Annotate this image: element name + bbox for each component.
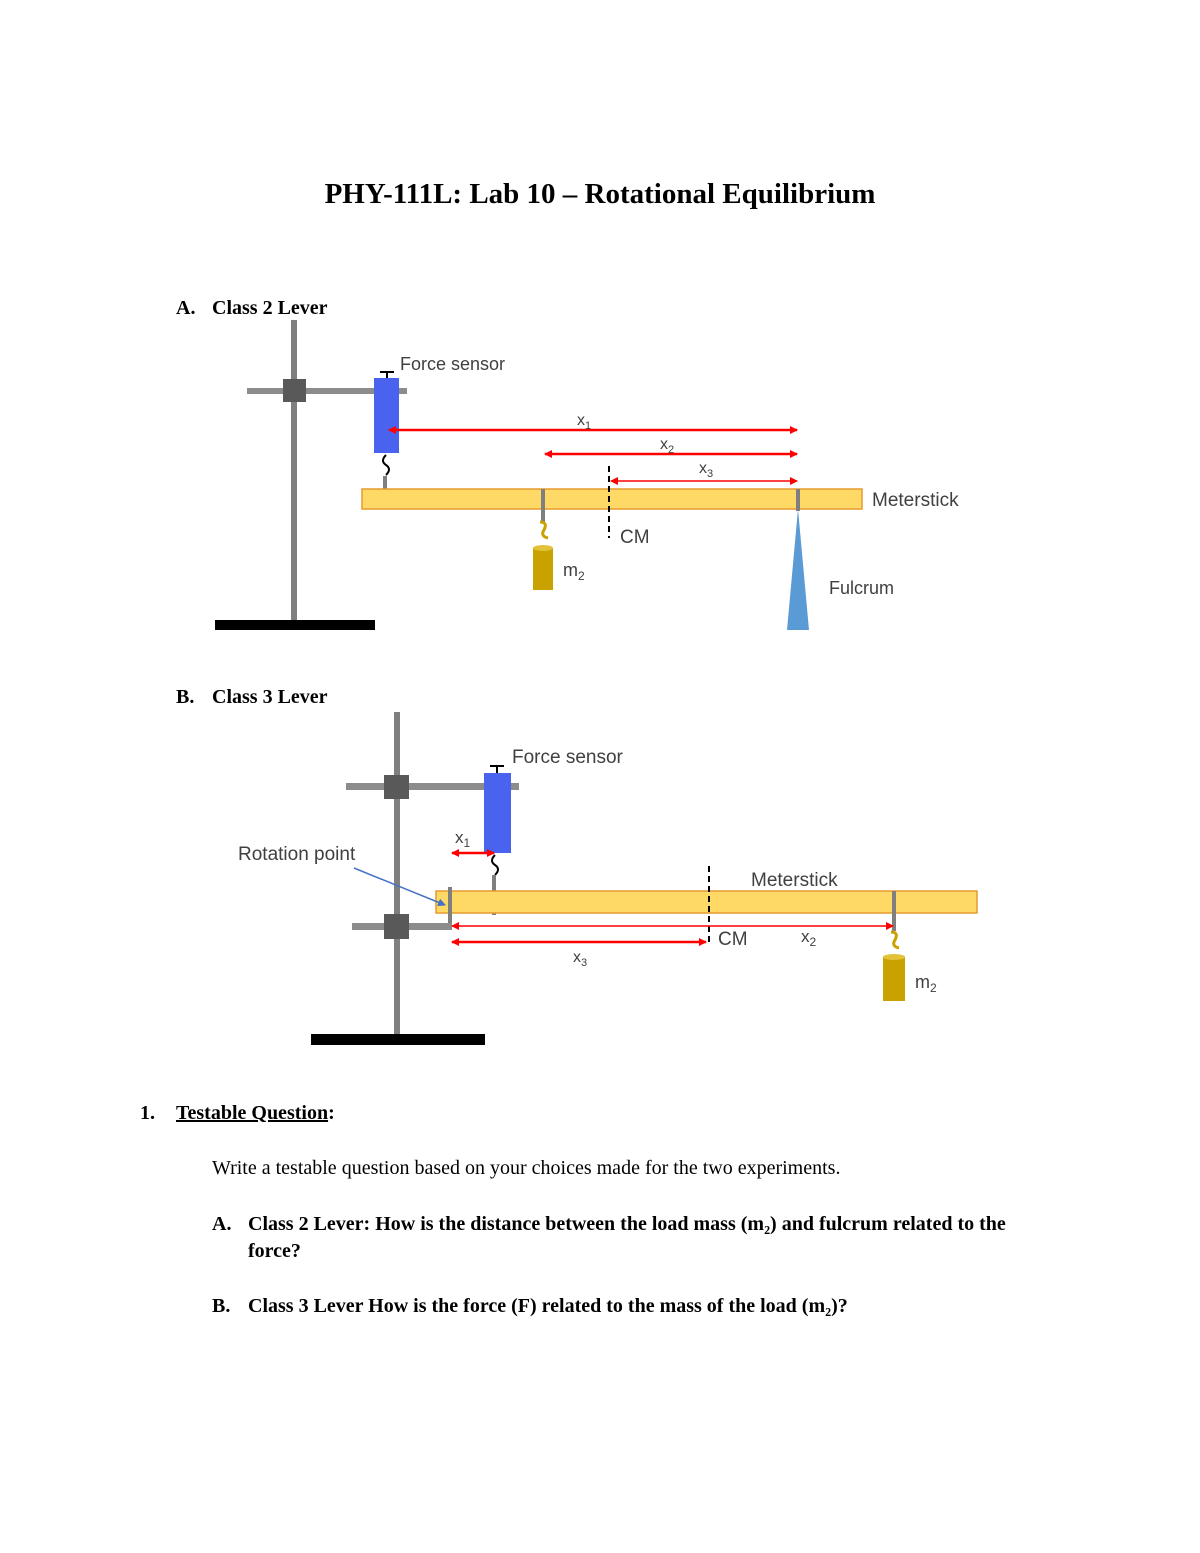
fulcrum-a: [787, 489, 809, 630]
hanger-a: [539, 489, 549, 540]
answer-b-text: Class 3 Lever How is the force (F) relat…: [248, 1295, 848, 1317]
section-b-letter: B.: [176, 686, 195, 708]
question-prompt: Write a testable question based on your …: [212, 1157, 841, 1179]
answer-b-letter: B.: [212, 1295, 231, 1317]
rotation-point-label: Rotation point: [238, 844, 356, 865]
pivot-rod-b: [448, 887, 452, 923]
question-heading-text: Testable Question: [176, 1102, 329, 1124]
x1-label-b: x1: [455, 828, 471, 850]
stand-base: [215, 620, 375, 630]
question-heading: 1. Testable Question:: [140, 1102, 335, 1125]
answer-a-text: Class 2 Lever: How is the distance betwe…: [248, 1213, 1006, 1262]
force-sensor-a: [374, 371, 399, 508]
ring-stand-a: [215, 320, 407, 630]
cm-label-a: CM: [620, 527, 650, 548]
stand-rod: [394, 712, 400, 1035]
stand-arm: [247, 388, 407, 394]
question-number: 1.: [140, 1102, 155, 1124]
rotation-pointer: [353, 867, 446, 907]
clamp: [283, 379, 306, 402]
question-heading-colon: :: [328, 1102, 335, 1124]
section-a-heading: A. Class 2 Lever: [176, 297, 328, 320]
stand-rod: [291, 320, 297, 620]
cm-label-b: CM: [718, 929, 748, 950]
stand-base: [311, 1034, 485, 1045]
answer-b: B. Class 3 Lever How is the force (F) re…: [212, 1293, 1032, 1320]
force-sensor-label-b: Force sensor: [512, 747, 624, 768]
hanger-b: [890, 891, 900, 950]
ring-stand-b: [311, 712, 519, 1045]
stand-arm-upper: [346, 783, 519, 790]
clamp-upper: [384, 775, 409, 799]
force-sensor-label-a: Force sensor: [400, 354, 505, 374]
meterstick-label-b: Meterstick: [751, 870, 838, 891]
clamp-lower: [384, 914, 409, 939]
fulcrum-label-a: Fulcrum: [829, 578, 894, 598]
section-b-heading: B. Class 3 Lever: [176, 686, 328, 709]
meterstick-label-a: Meterstick: [872, 490, 959, 511]
x3-label-a: x3: [699, 460, 713, 480]
meterstick-a: [361, 488, 863, 510]
page-title: PHY-111L: Lab 10 – Rotational Equilibriu…: [324, 178, 876, 210]
x2-label-b: x2: [801, 927, 817, 949]
answer-a: A. Class 2 Lever: How is the distance be…: [212, 1211, 1032, 1265]
x2-label-a: x2: [660, 436, 674, 456]
mass-m2-a: [533, 545, 553, 590]
mass-label-b: m2: [915, 972, 937, 995]
mass-label-a: m2: [563, 560, 585, 583]
x3-label-b: x3: [573, 949, 587, 969]
x1-label-a: x1: [577, 412, 591, 432]
section-a-letter: A.: [176, 297, 196, 319]
section-b-label: Class 3 Lever: [212, 686, 328, 708]
answer-a-letter: A.: [212, 1213, 232, 1235]
section-a-label: Class 2 Lever: [212, 297, 328, 319]
mass-m2-b: [883, 954, 905, 1001]
